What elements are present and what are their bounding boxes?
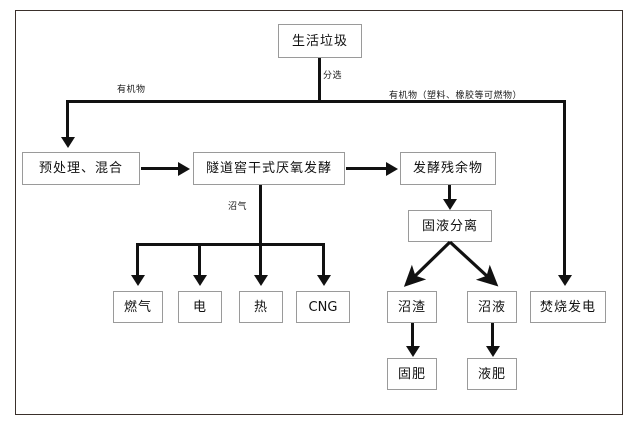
node-household-waste[interactable]: 生活垃圾 <box>278 24 362 58</box>
connector-biogas-to-cng <box>322 243 325 275</box>
arrowhead-to-residue <box>386 161 398 176</box>
node-solid-liquid-separation[interactable]: 固液分离 <box>408 210 492 242</box>
arrowhead-to-digester <box>178 161 190 176</box>
node-tunnel-dry-anaerobic-fermentation[interactable]: 隧道窖干式厌氧发酵 <box>193 152 345 185</box>
connector-biogas-to-heat <box>259 243 262 275</box>
connector-biogas-to-electricity <box>198 243 201 275</box>
connector-residue-to-separation <box>448 185 451 199</box>
node-solid-fertilizer[interactable]: 固肥 <box>387 358 437 390</box>
edge-label-organic-right: 有机物（塑料、橡胶等可燃物） <box>389 91 523 101</box>
arrowhead-to-liquid-fertilizer <box>485 346 500 357</box>
connector-biogas-to-fuel-gas <box>136 243 139 275</box>
arrowhead-to-separation <box>442 199 457 210</box>
connector-slurry-to-liquid-fertilizer <box>491 323 494 346</box>
connector-bus-to-incineration <box>563 100 566 275</box>
node-electricity[interactable]: 电 <box>178 291 222 323</box>
arrowhead-to-electricity <box>192 275 207 286</box>
connector-residue-to-solid-fertilizer <box>411 323 414 346</box>
edge-label-organic-left: 有机物 <box>117 85 146 95</box>
connector-bus-to-pretreatment <box>66 100 69 137</box>
edge-label-sorting: 分选 <box>323 71 343 81</box>
connector-sorting-bus <box>66 100 566 103</box>
node-biogas-slurry[interactable]: 沼液 <box>467 291 517 323</box>
node-biogas-residue[interactable]: 沼渣 <box>387 291 437 323</box>
arrowhead-to-solid-fertilizer <box>405 346 420 357</box>
connector-waste-to-bus <box>318 58 321 103</box>
node-pretreatment-mixing[interactable]: 预处理、混合 <box>22 152 140 185</box>
arrowhead-to-incineration <box>557 275 572 286</box>
node-fuel-gas[interactable]: 燃气 <box>113 291 163 323</box>
connector-digester-to-biogas-bus <box>259 185 262 245</box>
connector-digester-to-residue <box>346 167 386 170</box>
node-incineration-power-generation[interactable]: 焚烧发电 <box>530 291 606 323</box>
edge-label-biogas: 沼气 <box>228 202 248 212</box>
node-heat[interactable]: 热 <box>239 291 283 323</box>
arrowhead-to-heat <box>253 275 268 286</box>
arrowhead-to-pretreatment <box>60 137 75 148</box>
connector-biogas-bus <box>136 243 325 246</box>
arrowhead-to-cng <box>316 275 331 286</box>
arrowhead-to-fuel-gas <box>130 275 145 286</box>
node-cng[interactable]: CNG <box>296 291 350 323</box>
node-liquid-fertilizer[interactable]: 液肥 <box>467 358 517 390</box>
node-fermentation-residue[interactable]: 发酵残余物 <box>400 152 496 185</box>
connector-pretreatment-to-digester <box>141 167 178 170</box>
